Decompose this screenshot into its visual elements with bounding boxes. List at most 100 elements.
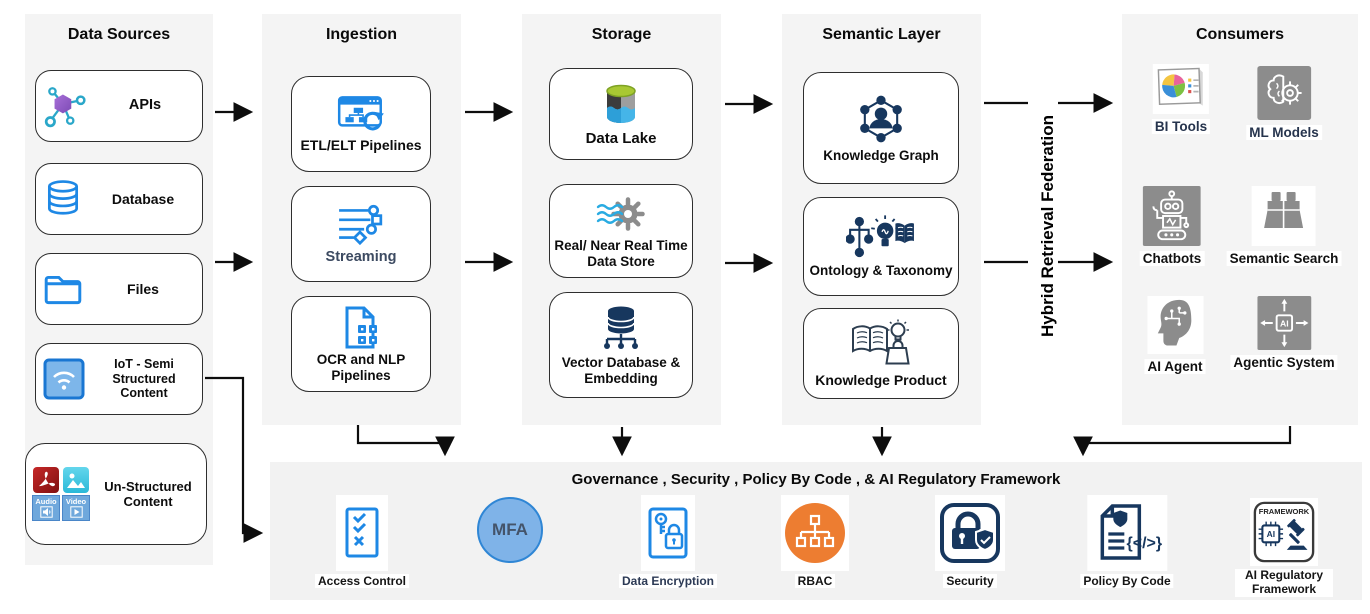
- governance-bar: Governance , Security , Policy By Code ,…: [270, 462, 1362, 600]
- consumer-chatbots: Chatbots: [1139, 186, 1205, 266]
- node-apis: APIs: [35, 70, 203, 142]
- node-knowledge-product: Knowledge Product: [803, 308, 959, 399]
- column-title-consumers: Consumers: [1195, 26, 1285, 43]
- pdf-icon: [32, 467, 60, 493]
- video-icon: Video: [62, 495, 90, 521]
- security-lock-shield-icon: [935, 495, 1005, 571]
- rbac-icon: [781, 495, 849, 571]
- panel-semantic-layer: Semantic Layer Knowledge Graph: [782, 14, 981, 425]
- vector-database-icon: [599, 304, 643, 352]
- node-label-ontology: Ontology & Taxonomy: [809, 263, 953, 279]
- consumer-semantic-search: Semantic Search: [1226, 186, 1342, 266]
- agentic-ai-chip-text: AI: [1280, 318, 1289, 328]
- consumer-label-bi-tools: BI Tools: [1151, 119, 1211, 134]
- node-label-knowledge-graph: Knowledge Graph: [823, 147, 939, 163]
- node-files: Files: [35, 253, 203, 325]
- gov-data-encryption: Data Encryption: [618, 495, 718, 588]
- gov-label-rbac: RBAC: [794, 574, 836, 588]
- consumer-label-semantic-search: Semantic Search: [1226, 251, 1342, 266]
- panel-ingestion: Ingestion ETL/ELT Pipelines: [262, 14, 461, 425]
- node-label-knowledge-product: Knowledge Product: [815, 371, 947, 388]
- consumer-label-ai-agent: AI Agent: [1144, 359, 1206, 374]
- node-label-files: Files: [127, 280, 159, 297]
- node-data-lake: Data Lake: [549, 68, 693, 160]
- mfa-icon: MFA: [477, 495, 543, 565]
- image-icon: [62, 467, 90, 493]
- database-icon: [42, 178, 84, 220]
- node-database: Database: [35, 163, 203, 235]
- data-lake-icon: [599, 81, 643, 127]
- node-vector-db: Vector Database & Embedding: [549, 292, 693, 398]
- gov-ai-regulatory: FRAMEWORK AI: [1235, 498, 1333, 597]
- ai-agent-head-icon: [1147, 296, 1203, 354]
- framework-badge-text: FRAMEWORK: [1259, 507, 1310, 516]
- node-streaming: Streaming: [291, 186, 431, 282]
- gov-policy-by-code: {</>} Policy By Code: [1080, 495, 1174, 588]
- node-label-unstructured: Un-Structured Content: [104, 478, 192, 509]
- consumer-ml-models: ML Models: [1246, 66, 1322, 140]
- realtime-gear-waves-icon: [595, 193, 647, 235]
- node-label-ocr: OCR and NLP Pipelines: [316, 351, 406, 383]
- api-network-icon: [42, 83, 88, 129]
- node-etl: ETL/ELT Pipelines: [291, 76, 431, 172]
- column-title-data-sources: Data Sources: [67, 26, 171, 43]
- node-ontology: Ontology & Taxonomy: [803, 197, 959, 296]
- node-label-data-lake: Data Lake: [585, 129, 657, 147]
- consumer-ai-agent: AI Agent: [1144, 296, 1206, 374]
- gov-label-access-control: Access Control: [314, 574, 410, 588]
- node-label-apis: APIs: [128, 97, 162, 114]
- gov-label-ai-regulatory: AI Regulatory Framework: [1235, 568, 1333, 597]
- chatbot-robot-icon: [1143, 186, 1201, 246]
- knowledge-graph-icon: [853, 93, 909, 145]
- iot-wifi-icon: [42, 357, 86, 401]
- panel-storage: Storage Data Lake: [522, 14, 721, 425]
- agentic-system-icon: AI: [1256, 296, 1311, 350]
- access-control-icon: [336, 495, 388, 571]
- consumer-label-chatbots: Chatbots: [1139, 251, 1205, 266]
- column-title-semantic-layer: Semantic Layer: [822, 26, 941, 43]
- gov-security: Security: [935, 495, 1005, 588]
- ocr-nlp-icon: [340, 305, 382, 349]
- panel-consumers: Consumers BI Tools: [1122, 14, 1358, 425]
- gov-label-policy-by-code: Policy By Code: [1080, 574, 1174, 588]
- hybrid-retrieval-federation-label: Hybrid Retrieval Federation: [1038, 115, 1057, 338]
- media-grid: Audio Video: [32, 467, 90, 521]
- regulatory-ai-chip-text: AI: [1267, 529, 1275, 539]
- gov-label-security: Security: [943, 574, 997, 588]
- bi-tools-icon: [1153, 64, 1209, 114]
- column-title-storage: Storage: [591, 26, 652, 43]
- consumer-agentic-system: AI Agentic System: [1230, 296, 1338, 370]
- gov-rbac: RBAC: [781, 495, 849, 588]
- mfa-circle-text: MFA: [477, 497, 543, 563]
- node-unstructured: Audio Video Un-Structured Content: [25, 443, 207, 545]
- consumer-label-ml-models: ML Models: [1246, 125, 1322, 140]
- gov-label-data-encryption: Data Encryption: [618, 574, 718, 588]
- node-iot: IoT - Semi Structured Content: [35, 343, 203, 415]
- consumer-bi-tools: BI Tools: [1151, 64, 1211, 134]
- policy-by-code-icon: {</>}: [1086, 495, 1167, 571]
- streaming-icon: [337, 202, 385, 246]
- data-encryption-icon: [640, 495, 695, 571]
- node-label-etl: ETL/ELT Pipelines: [300, 137, 422, 154]
- ml-models-icon: [1256, 66, 1311, 120]
- code-glyph-text: {</>}: [1126, 535, 1162, 552]
- gov-access-control: Access Control: [314, 495, 410, 588]
- ai-regulatory-framework-icon: FRAMEWORK AI: [1250, 498, 1318, 566]
- node-label-database: Database: [111, 190, 175, 207]
- node-label-iot: IoT - Semi Structured Content: [112, 356, 176, 401]
- node-label-vector-db: Vector Database & Embedding: [561, 354, 681, 386]
- binoculars-icon: [1252, 186, 1316, 246]
- ontology-taxonomy-icon: [846, 214, 916, 260]
- knowledge-product-icon: [849, 319, 913, 369]
- audio-icon: Audio: [32, 495, 60, 521]
- etl-pipelines-icon: [334, 94, 388, 134]
- node-realtime: Real/ Near Real Time Data Store: [549, 184, 693, 278]
- node-ocr: OCR and NLP Pipelines: [291, 296, 431, 392]
- consumer-label-agentic-system: Agentic System: [1230, 355, 1338, 370]
- governance-title: Governance , Security , Policy By Code ,…: [571, 471, 1061, 488]
- node-label-realtime: Real/ Near Real Time Data Store: [554, 237, 688, 269]
- column-title-ingestion: Ingestion: [325, 26, 398, 43]
- gov-mfa: MFA: [477, 495, 543, 565]
- folder-icon: [42, 271, 84, 307]
- node-knowledge-graph: Knowledge Graph: [803, 72, 959, 184]
